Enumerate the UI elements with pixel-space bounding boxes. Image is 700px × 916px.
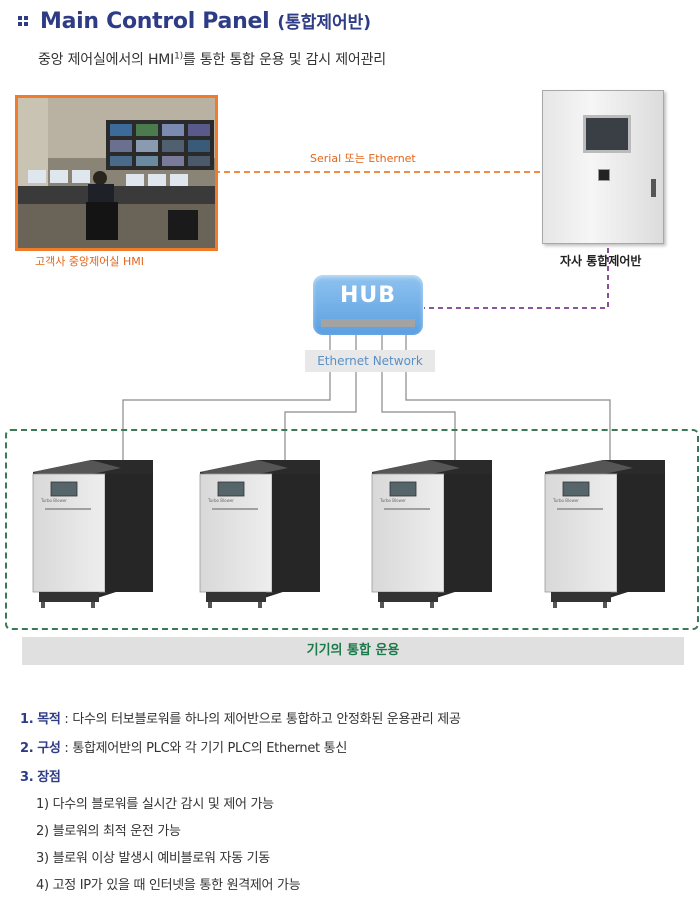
subtitle-tail: 를 통한 통합 운용 및 감시 제어관리 (182, 52, 386, 68)
detail-separator: : (60, 741, 73, 756)
machine-brand-text-4: Turbo Blower (552, 498, 579, 503)
detail-text: 통합제어반의 PLC와 각 기기 PLC의 Ethernet 통신 (72, 741, 348, 756)
detail-key: 장점 (37, 770, 61, 785)
page-title: Main Control Panel (40, 9, 270, 34)
panel-touchscreen (583, 115, 631, 153)
detail-text: 다수의 터보블로워를 하나의 제어반으로 통합하고 안정화된 운용관리 제공 (72, 712, 461, 727)
page-subtitle: 중앙 제어실에서의 HMI1)를 통한 통합 운용 및 감시 제어관리 (38, 49, 386, 69)
detail-item-advantages: 3. 장점 (20, 766, 61, 785)
hmi-caption: 고객사 중앙제어실 HMI (35, 255, 144, 268)
ethernet-network-label: Ethernet Network (305, 350, 435, 372)
advantage-item: 3) 블로워 이상 발생시 예비블로워 자동 기동 (36, 851, 270, 866)
advantage-item: 1) 다수의 블로워를 실시간 감시 및 제어 가능 (36, 797, 274, 812)
detail-key: 목적 (37, 712, 61, 727)
machine-group-border (5, 429, 699, 630)
detail-number: 1. (20, 712, 34, 727)
machine-brand-text-3: Turbo Blower (379, 498, 406, 503)
machine-brand-text-2: Turbo Blower (207, 498, 234, 503)
panel-caption: 자사 통합제어반 (560, 254, 642, 268)
advantage-item: 2) 블로워의 최적 운전 가능 (36, 824, 181, 839)
panel-switch-icon (598, 169, 610, 181)
serial-link-label: Serial 또는 Ethernet (310, 152, 416, 165)
integrated-control-panel (542, 90, 664, 244)
hub-label: HUB (339, 283, 397, 308)
hmi-control-room-photo (15, 95, 218, 251)
control-room-illustration (18, 98, 215, 248)
turbo-blower-2: Turbo Blower (199, 460, 320, 608)
group-caption-bar: 기기의 통합 운용 (22, 637, 684, 665)
subtitle-footnote: 1) (174, 51, 183, 62)
advantage-item: 4) 고정 IP가 있을 때 인터넷을 통한 원격제어 가능 (36, 878, 301, 893)
machine-brand-text-1: Turbo Blower (40, 498, 67, 503)
hub-port-bar (321, 319, 415, 327)
network-hub: HUB (313, 275, 423, 335)
detail-separator: : (60, 712, 73, 727)
turbo-blower-4: Turbo Blower (544, 460, 665, 608)
detail-item-composition: 2. 구성 : 통합제어반의 PLC와 각 기기 PLC의 Ethernet 통… (20, 737, 347, 756)
title-bullet-icon (18, 12, 32, 28)
header: Main Control Panel (통합제어반) (18, 8, 371, 34)
turbo-blower-3: Turbo Blower (371, 460, 492, 608)
subtitle-text: 중앙 제어실에서의 HMI (38, 52, 175, 68)
page-title-korean: (통합제어반) (277, 13, 372, 33)
turbo-blower-1: Turbo Blower (32, 460, 153, 608)
detail-item-purpose: 1. 목적 : 다수의 터보블로워를 하나의 제어반으로 통합하고 안정화된 운… (20, 708, 461, 727)
detail-number: 2. (20, 741, 34, 756)
panel-handle-icon (651, 179, 656, 197)
panel-hub-link-line (424, 248, 609, 309)
detail-number: 3. (20, 770, 34, 785)
detail-key: 구성 (37, 741, 61, 756)
